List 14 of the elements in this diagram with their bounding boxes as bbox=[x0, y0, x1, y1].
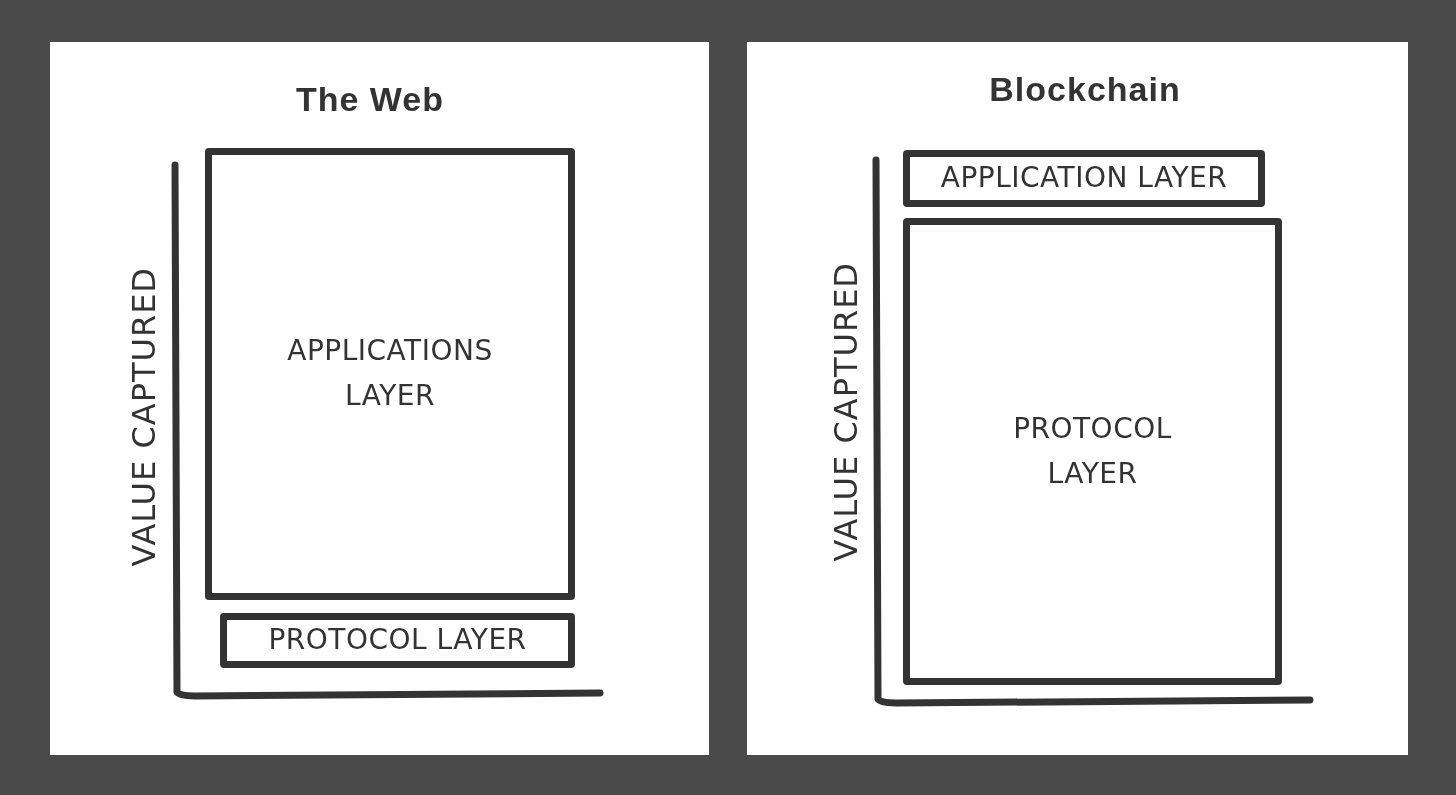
panel-title: The Web bbox=[296, 80, 444, 119]
layer-box bbox=[220, 613, 575, 668]
layer-label: APPLICATION LAYER bbox=[940, 160, 1228, 197]
panel bbox=[50, 42, 709, 755]
axis-label: VALUE CAPTURED bbox=[827, 262, 865, 562]
layer-box bbox=[205, 148, 575, 600]
panel bbox=[747, 42, 1408, 755]
layer-label: APPLICATIONS LAYER bbox=[286, 333, 494, 414]
panel-title: Blockchain bbox=[989, 70, 1181, 109]
layer-box bbox=[903, 150, 1265, 207]
axis-label: VALUE CAPTURED bbox=[125, 267, 163, 567]
layer-box bbox=[903, 218, 1282, 685]
layer-label: PROTOCOL LAYER bbox=[1012, 410, 1173, 492]
layer-label: PROTOCOL LAYER bbox=[268, 622, 527, 659]
